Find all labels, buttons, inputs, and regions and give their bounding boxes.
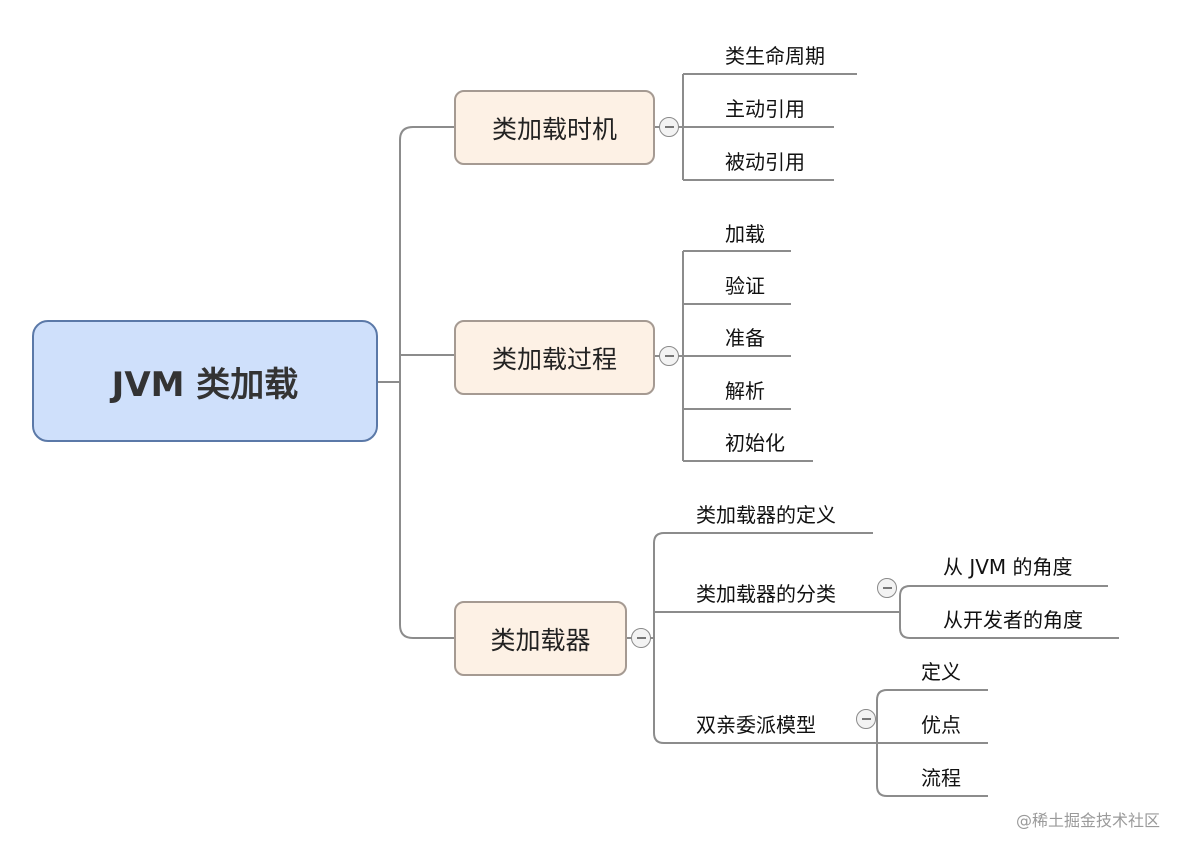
minus-icon	[664, 126, 674, 128]
root-node[interactable]: JVM 类加载	[32, 320, 378, 442]
leaf-node[interactable]: 验证	[725, 274, 765, 298]
watermark-text: @稀土掘金技术社区	[1016, 811, 1161, 830]
leaf-node[interactable]: 被动引用	[725, 150, 805, 174]
leaf-node[interactable]: 解析	[725, 379, 765, 403]
collapse-toggle-icon[interactable]	[856, 709, 876, 729]
branch-node-class-loader[interactable]: 类加载器	[454, 601, 627, 676]
minus-icon	[636, 637, 646, 639]
collapse-toggle-icon[interactable]	[659, 346, 679, 366]
leaf-node[interactable]: 从 JVM 的角度	[943, 555, 1073, 579]
minus-icon	[882, 587, 892, 589]
minus-icon	[861, 718, 871, 720]
branch-node-load-timing[interactable]: 类加载时机	[454, 90, 655, 165]
branch-node-load-process[interactable]: 类加载过程	[454, 320, 655, 395]
subbranch-node[interactable]: 类加载器的定义	[696, 503, 836, 527]
minus-icon	[664, 355, 674, 357]
leaf-node[interactable]: 流程	[921, 766, 961, 790]
collapse-toggle-icon[interactable]	[877, 578, 897, 598]
collapse-toggle-icon[interactable]	[631, 628, 651, 648]
leaf-node[interactable]: 初始化	[725, 431, 785, 455]
leaf-node[interactable]: 准备	[725, 326, 765, 350]
collapse-toggle-icon[interactable]	[659, 117, 679, 137]
subbranch-node[interactable]: 双亲委派模型	[696, 713, 816, 737]
leaf-node[interactable]: 加载	[725, 222, 765, 246]
leaf-node[interactable]: 优点	[921, 713, 961, 737]
leaf-node[interactable]: 定义	[921, 660, 961, 684]
leaf-node[interactable]: 类生命周期	[725, 44, 825, 68]
leaf-node[interactable]: 主动引用	[725, 97, 805, 121]
subbranch-node[interactable]: 类加载器的分类	[696, 582, 836, 606]
leaf-node[interactable]: 从开发者的角度	[943, 608, 1083, 632]
